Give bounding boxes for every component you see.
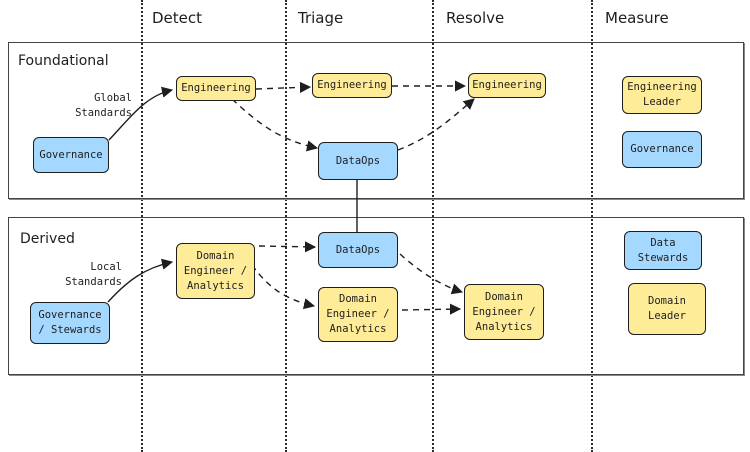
column-divider-resolve (432, 0, 434, 452)
foundational-section (8, 42, 744, 199)
node-resolve-domain-engineer[interactable]: Domain Engineer / Analytics (464, 284, 544, 340)
global-standards-label: Global Standards (75, 92, 132, 119)
node-triage-engineering[interactable]: Engineering (312, 73, 392, 98)
node-governance-stewards[interactable]: Governance / Stewards (30, 302, 110, 344)
column-header-detect: Detect (152, 9, 203, 27)
node-detect-engineering[interactable]: Engineering (176, 76, 256, 101)
derived-section-title: Derived (20, 231, 75, 247)
node-data-stewards[interactable]: Data Stewards (624, 231, 702, 270)
node-resolve-engineering[interactable]: Engineering (468, 73, 546, 98)
column-divider-measure (591, 0, 593, 452)
node-governance-foundational[interactable]: Governance (33, 137, 109, 173)
derived-section (8, 217, 744, 375)
column-divider-triage (285, 0, 287, 452)
foundational-section-title: Foundational (18, 53, 109, 69)
node-dataops-foundational[interactable]: DataOps (318, 142, 398, 180)
column-header-triage: Triage (298, 9, 344, 27)
column-divider-detect (141, 0, 143, 452)
node-triage-domain-engineer[interactable]: Domain Engineer / Analytics (318, 287, 398, 342)
node-detect-domain-engineer[interactable]: Domain Engineer / Analytics (176, 243, 255, 299)
node-dataops-derived[interactable]: DataOps (318, 232, 398, 268)
local-standards-label: Local Standards (65, 261, 122, 288)
node-engineering-leader[interactable]: Engineering Leader (622, 76, 702, 114)
column-header-resolve: Resolve (446, 9, 505, 27)
node-domain-leader[interactable]: Domain Leader (628, 283, 706, 335)
node-governance-measure[interactable]: Governance (622, 131, 702, 168)
column-header-measure: Measure (605, 9, 669, 27)
